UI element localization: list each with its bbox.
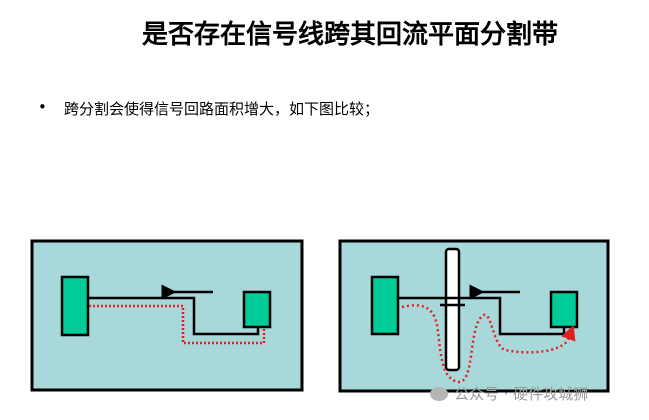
driver-chip [370,275,400,336]
wechat-icon [430,386,448,401]
slide-title: 是否存在信号线跨其回流平面分割带 [141,20,558,50]
watermark-text: 公众号 · 硬件攻城狮 [454,385,589,403]
bullet-text: 跨分割会使得信号回路面积增大，如下图比较； [64,100,380,118]
return-path [401,304,576,384]
diagram-split-plane [338,239,610,393]
receiver-chip [242,290,272,329]
plane-split-gap [444,247,461,372]
bullet-marker: • [38,98,47,116]
driver-chip [60,275,90,337]
signal-trace [88,296,260,336]
return-path [89,304,266,345]
receiver-chip [549,290,579,329]
watermark: 公众号 · 硬件攻城狮 [430,383,588,404]
diagram-continuous-plane [30,239,304,392]
